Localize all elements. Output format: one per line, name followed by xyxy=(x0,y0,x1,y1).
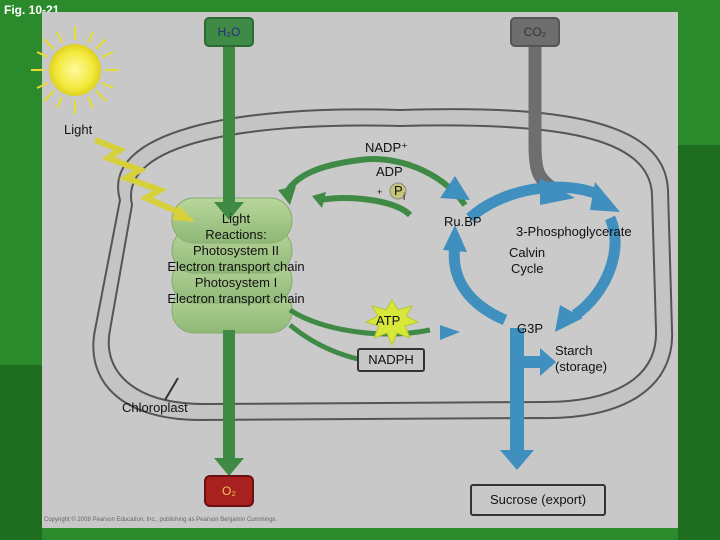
atp-to-cycle-arrowhead xyxy=(440,325,460,340)
light-bolt-arrowhead xyxy=(172,205,195,222)
calvin-arrowhead-3 xyxy=(443,225,467,252)
rubp-in-arrowhead xyxy=(440,176,470,200)
chloroplast-pointer xyxy=(164,377,179,401)
chloroplast-label: Chloroplast xyxy=(122,400,188,415)
co2-label: CO₂ xyxy=(523,25,547,39)
starch-label: Starch xyxy=(555,343,593,358)
storage-label: (storage) xyxy=(555,359,608,374)
phosphate-circle xyxy=(389,182,407,200)
light-reactions-line-3: Photosystem II xyxy=(193,243,279,258)
light-reactions-line-5: Photosystem I xyxy=(194,275,278,290)
light-reactions-line-1: Light xyxy=(221,211,251,226)
calvin-cycle-arrows xyxy=(448,181,621,326)
light-bolt-icon xyxy=(93,137,187,218)
h2o-bubble xyxy=(204,17,254,47)
phosphate-subscript: i xyxy=(403,192,406,203)
sucrose-arrow-shaft xyxy=(510,328,524,453)
o2-bubble xyxy=(204,475,254,507)
nadph-box: NADPH xyxy=(357,348,425,372)
h2o-label: H₂O xyxy=(217,25,241,39)
o2-label: O₂ xyxy=(222,484,236,498)
nadp-label: NADP⁺ xyxy=(365,140,408,155)
calvin-label: Calvin xyxy=(509,245,546,260)
cycle-label: Cycle xyxy=(511,261,544,276)
sucrose-arrowhead xyxy=(500,450,534,470)
atp-label: ATP xyxy=(376,313,401,328)
nadp-arrowhead xyxy=(278,186,296,205)
light-reactions-line-2: Reactions: xyxy=(205,227,267,242)
phosphate-label: P xyxy=(394,183,403,198)
plus-sign: + xyxy=(377,187,383,197)
copyright-text: Copyright © 2008 Pearson Education, Inc.… xyxy=(44,517,278,523)
light-label: Light xyxy=(64,122,93,137)
atp-burst-icon xyxy=(364,299,420,347)
sun-icon xyxy=(31,26,119,114)
return-arrows xyxy=(282,156,468,218)
o2-arrow xyxy=(214,330,244,476)
sucrose-box: Sucrose (export) xyxy=(470,484,606,516)
g3p-label: G3P xyxy=(517,321,544,336)
h2o-arrow xyxy=(214,44,244,220)
adp-arrowhead xyxy=(312,192,326,208)
calvin-arrowhead-1 xyxy=(590,182,620,212)
light-reactions-line-4: Electron transport chain xyxy=(167,259,305,274)
light-reactions-box: Light Reactions: Photosystem II Electron… xyxy=(140,211,332,307)
rubp-label: Ru.BP xyxy=(444,214,482,229)
calvin-arrowhead-2 xyxy=(555,305,583,332)
starch-arrow xyxy=(524,348,556,376)
co2-bubble xyxy=(510,17,560,47)
adp-label: ADP xyxy=(376,164,403,179)
thylakoid-stack xyxy=(171,197,293,334)
3-phosphoglycerate-label: 3-Phosphoglycerate xyxy=(516,224,632,239)
light-reactions-line-6: Electron transport chain xyxy=(167,291,305,306)
